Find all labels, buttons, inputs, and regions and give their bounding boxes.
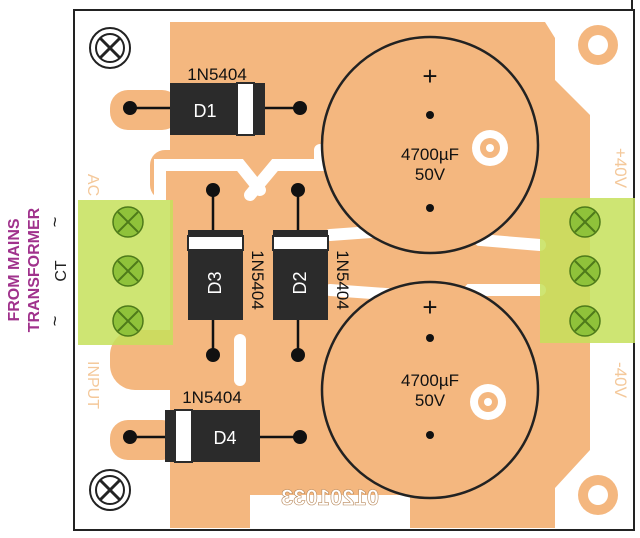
capacitor-top-voltage: 50V xyxy=(415,165,446,184)
diode-d1: D1 1N5404 xyxy=(123,65,307,136)
diode-d2-part: 1N5404 xyxy=(333,250,352,310)
terminal-screw-neg xyxy=(569,305,601,337)
terminal-pin-labels: ~ CT ~ xyxy=(45,217,70,327)
terminal-screw-ac2 xyxy=(112,305,144,337)
mounting-hole-top-left xyxy=(89,27,131,69)
terminal-screw-gnd xyxy=(569,255,601,287)
diode-d1-name: D1 xyxy=(193,101,216,121)
diode-d2: D2 1N5404 xyxy=(272,183,352,362)
capacitor-bottom-voltage: 50V xyxy=(415,391,446,410)
pos-out-label: +40V xyxy=(611,148,630,189)
side-label: FROM MAINS TRANSFORMER xyxy=(6,207,43,332)
pin-label-tilde-bottom: ~ xyxy=(45,316,65,327)
neg-out-label: -40V xyxy=(611,362,630,399)
capacitor-bottom-value: 4700µF xyxy=(401,371,459,390)
terminal-screw-ct xyxy=(112,255,144,287)
side-label-line2: TRANSFORMER xyxy=(26,207,43,332)
mounting-hole-top-right xyxy=(578,25,618,65)
side-label-line1: FROM MAINS xyxy=(6,218,23,321)
diode-d2-name: D2 xyxy=(290,271,310,294)
ac-label: AC xyxy=(84,174,101,196)
diode-d3: D3 1N5404 xyxy=(187,183,267,362)
capacitor-top: + 4700µF 50V xyxy=(320,35,540,255)
capacitor-bottom: + 4700µF 50V xyxy=(320,280,540,500)
mounting-hole-bottom-left xyxy=(89,469,131,511)
terminal-screw-ac1 xyxy=(112,206,144,238)
capacitor-bottom-plus: + xyxy=(422,292,437,322)
input-label: INPUT xyxy=(84,361,101,409)
capacitor-top-plus: + xyxy=(422,61,437,91)
mounting-hole-bottom-right xyxy=(578,475,618,515)
diode-d1-part: 1N5404 xyxy=(187,65,247,84)
pin-label-tilde-top: ~ xyxy=(45,217,65,228)
diode-d4: D4 1N5404 xyxy=(123,388,307,463)
input-terminal-block xyxy=(78,200,173,345)
diode-d4-part: 1N5404 xyxy=(182,388,242,407)
terminal-screw-pos xyxy=(569,206,601,238)
output-terminal-block xyxy=(540,198,635,343)
pin-label-ct: CT xyxy=(53,260,70,282)
diode-d4-name: D4 xyxy=(213,428,236,448)
capacitor-top-value: 4700µF xyxy=(401,145,459,164)
diode-d3-name: D3 xyxy=(205,271,225,294)
board-code: 01201033 xyxy=(281,485,379,510)
diode-d3-part: 1N5404 xyxy=(248,250,267,310)
